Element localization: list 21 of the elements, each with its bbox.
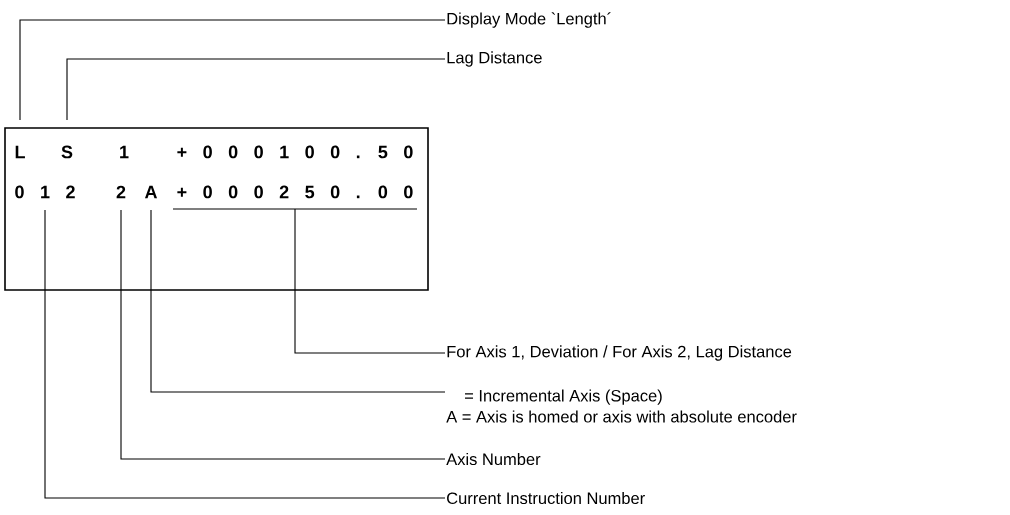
display-characters: + 0 0 0 1 0 0 . 5 0 bbox=[177, 145, 413, 159]
display-characters: 1 bbox=[120, 145, 129, 159]
display-frame bbox=[4, 127, 429, 291]
leader-line bbox=[120, 209, 446, 460]
leader-line bbox=[150, 209, 446, 393]
callout-text: = Incremental Axis (Space) A = Axis is homed or axis with absolute encoder bbox=[446, 389, 797, 423]
callout-text: For Axis 1, Deviation / For Axis 2, Lag Distance bbox=[447, 345, 792, 361]
display-characters: 2 bbox=[116, 185, 126, 199]
callout-text: Current Instruction Number bbox=[447, 491, 645, 505]
leader-line bbox=[44, 209, 446, 499]
leader-line bbox=[19, 19, 446, 121]
display-characters: A bbox=[144, 185, 158, 199]
display-characters: S bbox=[61, 145, 73, 159]
callout-text: Lag Distance bbox=[447, 51, 542, 67]
display-characters: 0 1 2 bbox=[15, 185, 75, 199]
callout-text: Display Mode `Length´ bbox=[447, 12, 611, 28]
leader-line bbox=[66, 58, 446, 121]
display-characters: + 0 0 0 2 5 0 . 0 0 bbox=[177, 185, 413, 199]
leader-line bbox=[294, 208, 446, 354]
display-characters: L bbox=[15, 145, 25, 159]
callout-text: Axis Number bbox=[446, 452, 541, 466]
